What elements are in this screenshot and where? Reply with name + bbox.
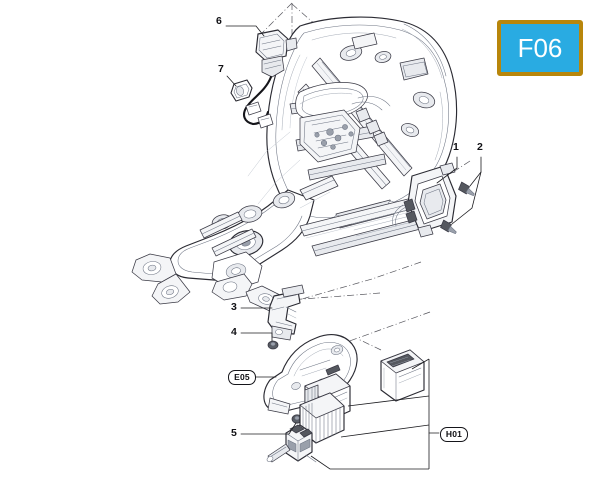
page-badge-label: F06 [517,33,563,63]
part-3-support-bracket [267,284,305,341]
frame-mount-bosses [339,45,436,137]
callout-number-4: 4 [231,326,237,338]
relay-box-upper [380,349,425,402]
starter-solenoid [266,424,317,463]
callout-number-5: 5 [231,427,237,439]
part-4-rubber-grommet [267,340,279,350]
callout-number-2: 2 [477,141,483,153]
callout-number-6: 6 [216,15,222,27]
callout-number-1: 1 [453,141,459,153]
rear-subframe-assembly [131,16,458,313]
swingarm-pivot-structure [131,175,433,313]
ref-tag-h01[interactable]: H01 [440,427,468,442]
h01-relay-and-solenoid-group [266,349,425,463]
callout-number-3: 3 [231,301,237,313]
engine-detail-cluster [299,96,391,163]
callout-number-7: 7 [218,63,224,75]
part-1-control-unit-module [392,162,457,238]
page-badge[interactable]: F06 [497,20,583,76]
part-7-terminal-cap [230,79,253,102]
leader-lines [225,25,482,470]
part-6-connector-plug-assembly [243,29,298,129]
ref-tag-e05[interactable]: E05 [228,370,256,385]
part-2-mounting-screws [440,181,475,235]
